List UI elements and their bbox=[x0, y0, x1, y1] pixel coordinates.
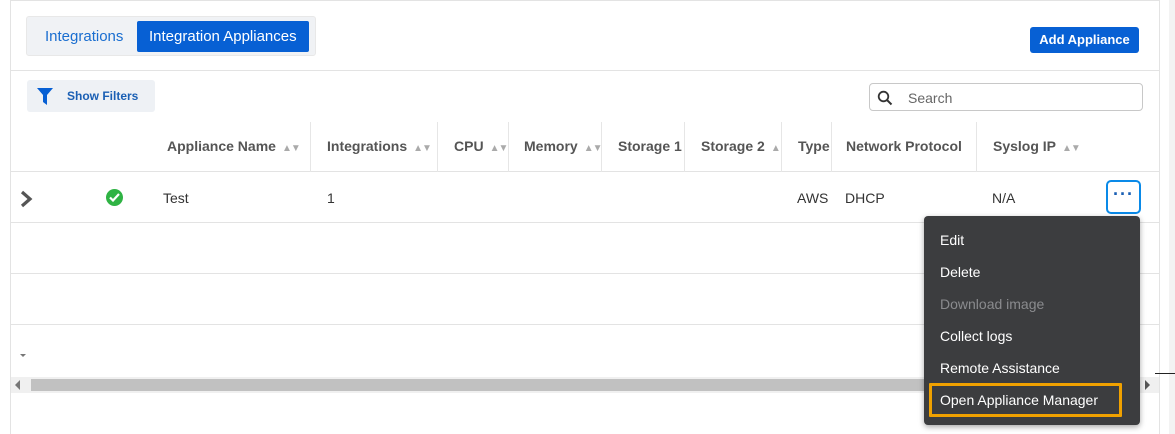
column-separator bbox=[684, 122, 685, 172]
page-scrollbar[interactable] bbox=[1169, 0, 1175, 434]
sort-icon: ▲▼ bbox=[413, 143, 431, 154]
sort-icon: ▲▼ bbox=[688, 143, 689, 154]
highlight-box bbox=[929, 383, 1122, 417]
menu-item-remote-assistance[interactable]: Remote Assistance bbox=[940, 360, 1060, 376]
menu-item-collect-logs[interactable]: Collect logs bbox=[940, 328, 1013, 344]
column-header-integrations[interactable]: Integrations ▲▼ bbox=[327, 122, 431, 172]
column-separator bbox=[601, 122, 602, 172]
column-separator bbox=[976, 122, 977, 172]
column-label: Integrations bbox=[327, 138, 408, 154]
sort-icon: ▲▼ bbox=[489, 143, 508, 154]
scrollbar-thumb[interactable] bbox=[31, 379, 1061, 391]
more-horizontal-icon: ··· bbox=[1113, 184, 1134, 204]
column-header-appliance-name[interactable]: Appliance Name ▲▼ bbox=[167, 122, 300, 172]
column-separator bbox=[831, 122, 832, 172]
column-header-network-protocol[interactable]: Network Protocol▲▼ bbox=[846, 122, 968, 172]
more-actions-button[interactable]: ··· bbox=[1106, 180, 1141, 214]
menu-item-open-appliance-manager[interactable]: Open Appliance Manager bbox=[940, 392, 1098, 408]
cell-integrations: 1 bbox=[327, 190, 335, 206]
search-box[interactable] bbox=[869, 83, 1143, 111]
table-row-empty bbox=[11, 224, 1159, 274]
chevron-right-icon[interactable] bbox=[19, 190, 35, 208]
scroll-right-icon[interactable] bbox=[1145, 380, 1150, 390]
divider bbox=[1155, 373, 1175, 374]
column-header-storage2[interactable]: Storage 2 ▲▼ bbox=[701, 122, 781, 172]
column-separator bbox=[310, 122, 311, 172]
cell-syslog-ip: N/A bbox=[992, 190, 1016, 206]
column-separator bbox=[508, 122, 509, 172]
cell-network-protocol: DHCP bbox=[845, 190, 885, 206]
cell-type: AWS bbox=[797, 190, 829, 206]
search-input[interactable] bbox=[906, 88, 1136, 108]
table-header: Appliance Name ▲▼ Integrations ▲▼ CPU ▲▼ Me… bbox=[11, 122, 1159, 172]
column-separator bbox=[781, 122, 782, 172]
actions-menu: Edit Delete Download image Collect logs … bbox=[924, 216, 1140, 425]
tab-bar: Integrations Integration Appliances bbox=[26, 16, 316, 56]
sort-icon: ▲▼ bbox=[583, 143, 602, 154]
sort-icon: ▲▼ bbox=[281, 143, 300, 154]
column-label: Type bbox=[798, 138, 830, 154]
column-label: Storage 2 bbox=[701, 138, 765, 154]
menu-item-edit[interactable]: Edit bbox=[940, 232, 965, 248]
scroll-left-icon[interactable] bbox=[15, 380, 20, 390]
column-header-storage1[interactable]: Storage 1 ▲▼ bbox=[618, 122, 689, 172]
column-label: Appliance Name bbox=[167, 138, 276, 154]
show-filters-button[interactable]: Show Filters bbox=[27, 80, 155, 112]
sort-icon: ▲▼ bbox=[1062, 143, 1080, 154]
column-header-syslog-ip[interactable]: Syslog IP ▲▼ bbox=[993, 122, 1080, 172]
menu-item-delete[interactable]: Delete bbox=[940, 264, 981, 280]
table-row bbox=[11, 173, 1159, 223]
status-success-icon bbox=[106, 189, 123, 206]
column-header-cpu[interactable]: CPU ▲▼ bbox=[454, 122, 507, 172]
show-filters-label: Show Filters bbox=[67, 89, 139, 103]
cell-appliance-name: Test bbox=[163, 190, 189, 206]
column-label: CPU bbox=[454, 138, 484, 154]
divider bbox=[11, 70, 1159, 71]
column-separator bbox=[437, 122, 438, 172]
sort-icon: ▲▼ bbox=[770, 143, 781, 154]
search-icon bbox=[877, 90, 893, 106]
caret-down-icon bbox=[20, 354, 26, 357]
column-header-type[interactable]: Type▲▼ bbox=[798, 122, 832, 172]
tab-integrations[interactable]: Integrations bbox=[45, 28, 124, 45]
column-label: Memory bbox=[524, 138, 578, 154]
tab-integration-appliances[interactable]: Integration Appliances bbox=[137, 21, 309, 52]
column-label: Storage 1 bbox=[618, 138, 682, 154]
filter-icon bbox=[37, 88, 53, 105]
horizontal-scrollbar[interactable] bbox=[11, 377, 1159, 393]
menu-item-download-image: Download image bbox=[940, 296, 1045, 312]
column-header-memory[interactable]: Memory ▲▼ bbox=[524, 122, 601, 172]
table-row-empty bbox=[11, 275, 1159, 325]
column-label: Syslog IP bbox=[993, 138, 1057, 154]
column-label: Network Protocol bbox=[846, 138, 962, 154]
add-appliance-button[interactable]: Add Appliance bbox=[1030, 27, 1139, 53]
